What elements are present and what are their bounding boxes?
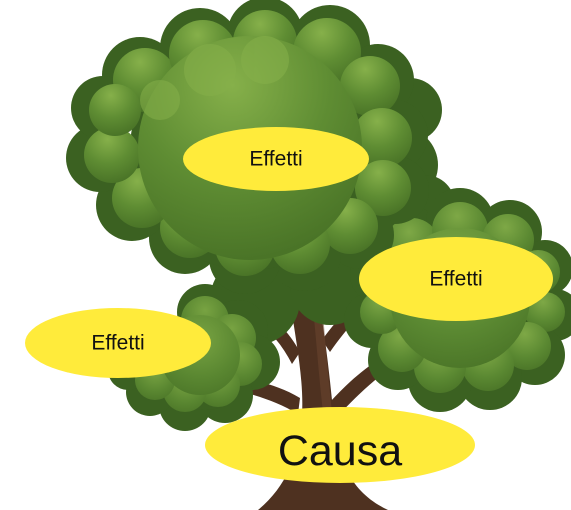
- effect-label-top-bubble: [183, 127, 369, 191]
- effect-label-top: Effetti: [183, 127, 369, 191]
- effect-label-left: Effetti: [25, 308, 211, 378]
- cause-label-bubble: [205, 407, 475, 483]
- cause-label-text: Causa: [278, 427, 402, 475]
- effect-label-left-bubble: [25, 308, 211, 378]
- effect-label-top-text: Effetti: [249, 148, 302, 171]
- cause-label: Causa: [205, 407, 475, 483]
- effect-label-right: Effetti: [359, 237, 553, 321]
- effect-label-left-text: Effetti: [91, 332, 144, 355]
- effect-label-right-bubble: [359, 237, 553, 321]
- effect-label-right-text: Effetti: [429, 268, 482, 291]
- canopy-top: [66, 0, 429, 294]
